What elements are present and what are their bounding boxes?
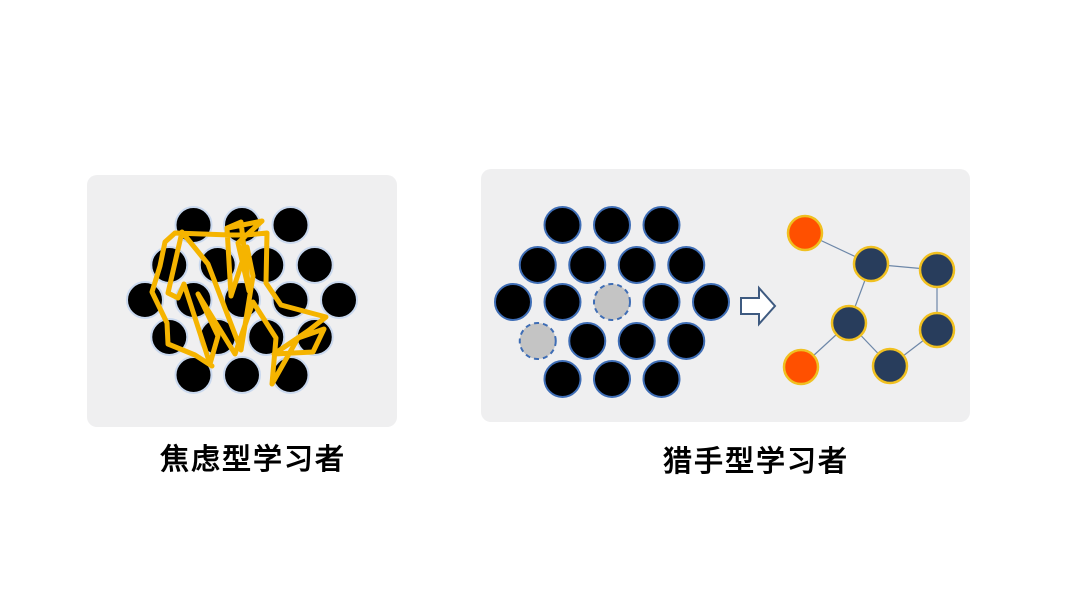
knowledge-node bbox=[518, 246, 557, 284]
knowledge-node bbox=[593, 206, 631, 244]
hunter-knowledge-cluster bbox=[494, 206, 730, 398]
knowledge-node bbox=[223, 356, 261, 394]
knowledge-network bbox=[782, 214, 956, 386]
right-arrow-icon bbox=[740, 285, 777, 327]
knowledge-node bbox=[568, 246, 607, 284]
highlighted-network-node bbox=[786, 214, 824, 252]
network-node bbox=[871, 347, 909, 385]
highlighted-network-node bbox=[782, 348, 820, 386]
missing-knowledge-node bbox=[518, 322, 557, 360]
network-node bbox=[830, 304, 868, 342]
knowledge-node bbox=[642, 206, 681, 244]
knowledge-node bbox=[271, 206, 310, 244]
knowledge-node bbox=[568, 322, 607, 360]
knowledge-node bbox=[617, 246, 656, 284]
knowledge-node bbox=[543, 206, 582, 244]
knowledge-node bbox=[642, 360, 681, 398]
knowledge-node bbox=[295, 246, 334, 284]
network-node bbox=[918, 311, 956, 349]
knowledge-node bbox=[667, 322, 706, 360]
network-node bbox=[918, 251, 956, 289]
knowledge-node bbox=[642, 283, 681, 321]
knowledge-node bbox=[692, 283, 730, 321]
hunter-learner-caption: 猎手型学习者 bbox=[663, 444, 850, 478]
knowledge-node bbox=[617, 322, 656, 360]
anxious-learner-caption: 焦虑型学习者 bbox=[160, 442, 347, 476]
missing-knowledge-node bbox=[593, 283, 631, 321]
knowledge-node bbox=[494, 283, 532, 321]
knowledge-node bbox=[593, 360, 631, 398]
knowledge-node bbox=[667, 246, 706, 284]
knowledge-node bbox=[543, 283, 582, 321]
knowledge-node bbox=[543, 360, 582, 398]
chaotic-scribble-path bbox=[149, 218, 329, 387]
knowledge-node bbox=[320, 281, 358, 319]
network-node bbox=[852, 245, 890, 283]
